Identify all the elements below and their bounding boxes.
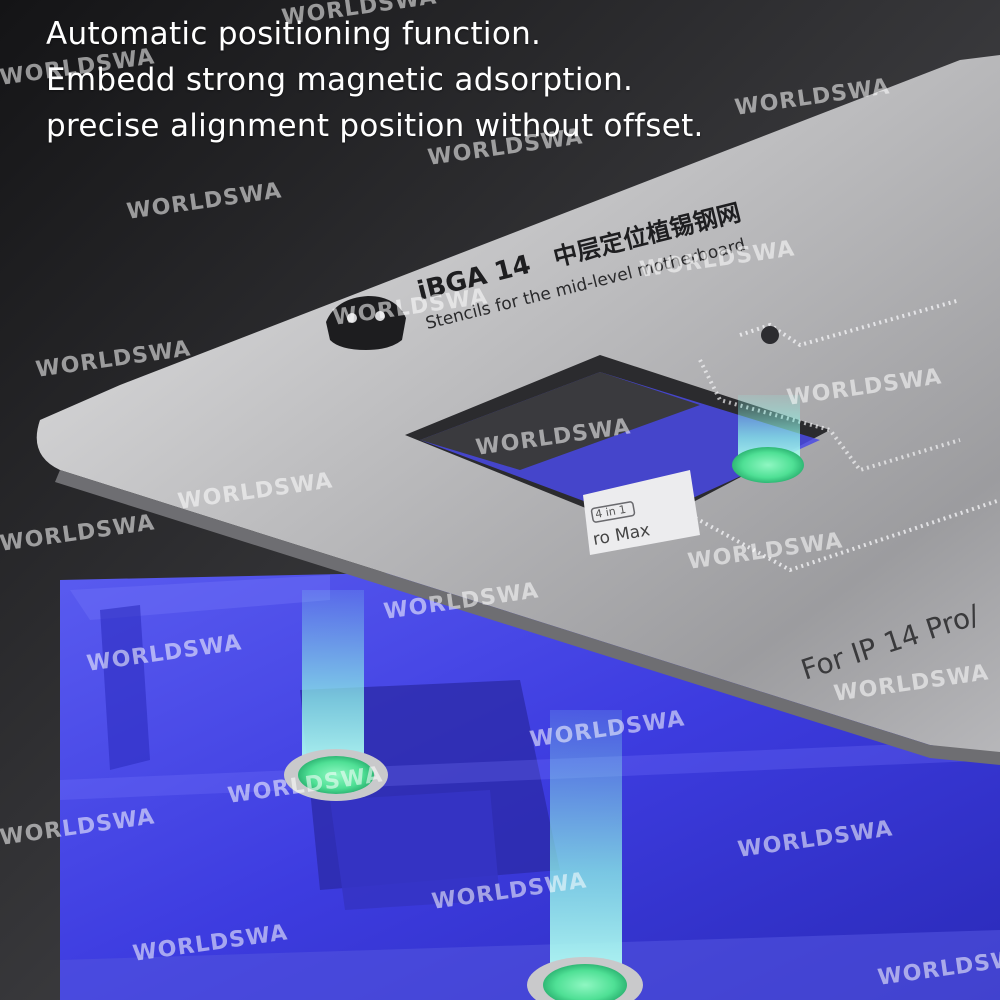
- headline-line-1: Automatic positioning function.: [46, 16, 542, 52]
- brand-logo: [326, 296, 406, 350]
- magnet-beams: [284, 395, 804, 1000]
- headline-line-3: precise alignment position without offse…: [46, 108, 704, 144]
- stencil-plate: [36, 55, 1000, 765]
- chip-badge: 4 in 1: [594, 503, 627, 521]
- headline-line-2: Embedd strong magnetic adsorption.: [46, 62, 634, 98]
